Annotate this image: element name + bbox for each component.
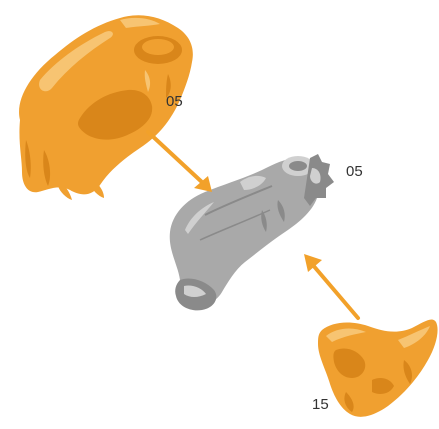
arrow-top-to-center: [148, 132, 212, 192]
arrow-bottom-to-center: [304, 254, 358, 318]
arrowhead-bottom-to-center: [304, 254, 322, 272]
orange-cover-part-icon: [318, 320, 438, 417]
top-part-label: 05: [166, 94, 183, 109]
center-part-label: 05: [346, 164, 363, 179]
bottom-part: [318, 320, 438, 417]
bottom-part-label: 15: [312, 397, 329, 412]
